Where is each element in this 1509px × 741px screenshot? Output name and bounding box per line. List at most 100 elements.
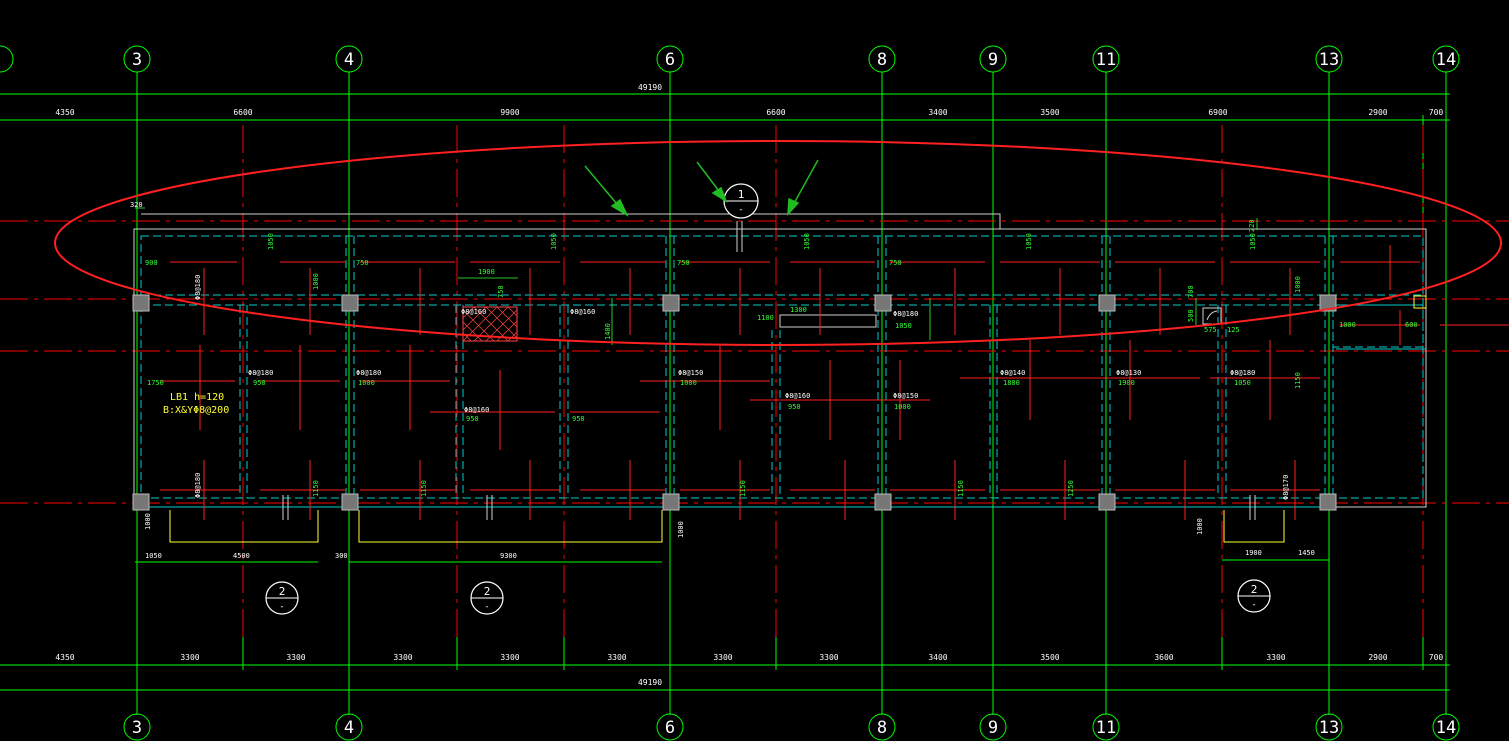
dim-value: 1150 bbox=[312, 480, 320, 497]
bottom-dim: 3600 bbox=[1154, 653, 1173, 662]
top-dim: 9900 bbox=[500, 108, 519, 117]
dim-value: 1050 bbox=[803, 233, 811, 250]
dim-value: 1050 bbox=[1234, 379, 1251, 387]
offset-label: 220 bbox=[1248, 219, 1256, 232]
bottom-dim: 3300 bbox=[607, 653, 626, 662]
dim-value: 1000 bbox=[358, 379, 375, 387]
dim-value: 125 bbox=[1227, 326, 1240, 334]
balcony-outlines bbox=[169, 510, 1285, 543]
rebar-mark: Φ8@160 bbox=[464, 406, 489, 414]
rebar-mark: Φ8@160 bbox=[461, 308, 486, 316]
lower-dim: 1900 bbox=[1245, 549, 1262, 557]
bottom-dim: 3300 bbox=[180, 653, 199, 662]
axis-label-bottom: 8 bbox=[877, 718, 887, 738]
section-number: 2 bbox=[1251, 583, 1258, 596]
top-dim: 3400 bbox=[928, 108, 947, 117]
dim-value: 1900 bbox=[478, 268, 495, 276]
dim-value: 1150 bbox=[957, 480, 965, 497]
dim-value: 1050 bbox=[895, 322, 912, 330]
section-sub: - bbox=[1251, 600, 1256, 610]
small-yellow-box bbox=[1413, 295, 1427, 309]
rebar-mark: Φ8@180 bbox=[356, 369, 381, 377]
bottom-dim: 3400 bbox=[928, 653, 947, 662]
dim-value: 500 bbox=[1187, 309, 1195, 322]
axis-label-bottom: 3 bbox=[132, 718, 142, 738]
dim-value: 1000 bbox=[1339, 321, 1356, 329]
dim-value: 1050 bbox=[1249, 233, 1257, 250]
rebar-mark: Φ8@180 bbox=[194, 275, 202, 300]
top-dim: 700 bbox=[1429, 108, 1444, 117]
dim-value: 1150 bbox=[1294, 372, 1302, 389]
dim-value: 1000 bbox=[312, 273, 320, 290]
dim-value: 1050 bbox=[550, 233, 558, 250]
dim-value: 750 bbox=[677, 259, 690, 267]
columns bbox=[132, 294, 1337, 511]
axis-label-top: 8 bbox=[877, 50, 887, 70]
bottom-dim: 3300 bbox=[500, 653, 519, 662]
rebar-mark: Φ8@180 bbox=[1230, 369, 1255, 377]
rebar-mark: Φ8@170 bbox=[1282, 475, 1290, 500]
axis-label-bottom: 9 bbox=[988, 718, 998, 738]
bottom-dim: 3500 bbox=[1040, 653, 1059, 662]
bottom-dim: 3300 bbox=[1266, 653, 1285, 662]
top-dim: 2900 bbox=[1368, 108, 1387, 117]
dim-value: 1800 bbox=[1003, 379, 1020, 387]
dim-value: 950 bbox=[788, 403, 801, 411]
section-number: 1 bbox=[738, 188, 745, 201]
lower-dim: 300 bbox=[335, 552, 348, 560]
slab-name: LB1 h=120 bbox=[170, 392, 224, 403]
dim-value: 750 bbox=[889, 259, 902, 267]
dim-value: 1000 bbox=[680, 379, 697, 387]
axis-label-bottom: 11 bbox=[1096, 718, 1116, 738]
dim-value: 1050 bbox=[1025, 233, 1033, 250]
top-dim: 6600 bbox=[233, 108, 252, 117]
dim-value: 1150 bbox=[739, 480, 747, 497]
dim-value: 900 bbox=[145, 259, 158, 267]
lower-dim: 1450 bbox=[1298, 549, 1315, 557]
top-dim: 6600 bbox=[766, 108, 785, 117]
inner-dim-lines bbox=[135, 207, 1258, 345]
section-sub: - bbox=[484, 602, 489, 612]
beam-lines bbox=[140, 235, 1424, 499]
rebar-ticks bbox=[160, 245, 1509, 520]
dim-value: 1000 bbox=[1294, 276, 1302, 293]
top-dim: 3500 bbox=[1040, 108, 1059, 117]
axis-label-bottom: 14 bbox=[1436, 718, 1456, 738]
bottom-dim: 3300 bbox=[286, 653, 305, 662]
section-marker-top: 1 - bbox=[723, 183, 759, 219]
lower-dim: 9300 bbox=[500, 552, 517, 560]
rebar-mark: Φ8@130 bbox=[1116, 369, 1141, 377]
slab-rebar: B:X&YΦ8@200 bbox=[163, 405, 229, 416]
dim-value: 1400 bbox=[604, 323, 612, 340]
dim-value: 750 bbox=[497, 285, 505, 298]
dim-value: 1000 bbox=[894, 403, 911, 411]
rebar-mark: Φ8@160 bbox=[570, 308, 595, 316]
lower-dim: 1000 bbox=[1196, 518, 1204, 535]
section-number: 2 bbox=[484, 585, 491, 598]
highlight-ellipse bbox=[54, 140, 1502, 346]
bottom-dim: 3300 bbox=[713, 653, 732, 662]
section-sub: - bbox=[738, 205, 743, 215]
dim-value: 950 bbox=[253, 379, 266, 387]
offset-label: 320 bbox=[130, 201, 143, 209]
dim-value: 1750 bbox=[147, 379, 164, 387]
dim-value: 1150 bbox=[420, 480, 428, 497]
axis-label-top: 13 bbox=[1319, 50, 1339, 70]
section-marker-bottom: 2 - 2 - 2 - bbox=[265, 579, 1271, 615]
detail-lines bbox=[282, 221, 1256, 520]
rebar-mark: Φ8@150 bbox=[893, 392, 918, 400]
dim-value: 1250 bbox=[1067, 480, 1075, 497]
axis-lines bbox=[136, 72, 1447, 715]
rebar-mark: Φ8@160 bbox=[785, 392, 810, 400]
dim-value: 950 bbox=[466, 415, 479, 423]
dim-value: 1100 bbox=[757, 314, 774, 322]
dim-value: 750 bbox=[356, 259, 369, 267]
dim-value: 575 bbox=[1204, 326, 1217, 334]
lower-dim: 1000 bbox=[144, 513, 152, 530]
rebar-mark: Φ8@140 bbox=[1000, 369, 1025, 377]
bottom-dim: 700 bbox=[1429, 653, 1444, 662]
rebar-mark: Φ8@180 bbox=[194, 473, 202, 498]
bottom-dim: 4350 bbox=[55, 653, 74, 662]
rebar-mark: Φ8@180 bbox=[893, 310, 918, 318]
